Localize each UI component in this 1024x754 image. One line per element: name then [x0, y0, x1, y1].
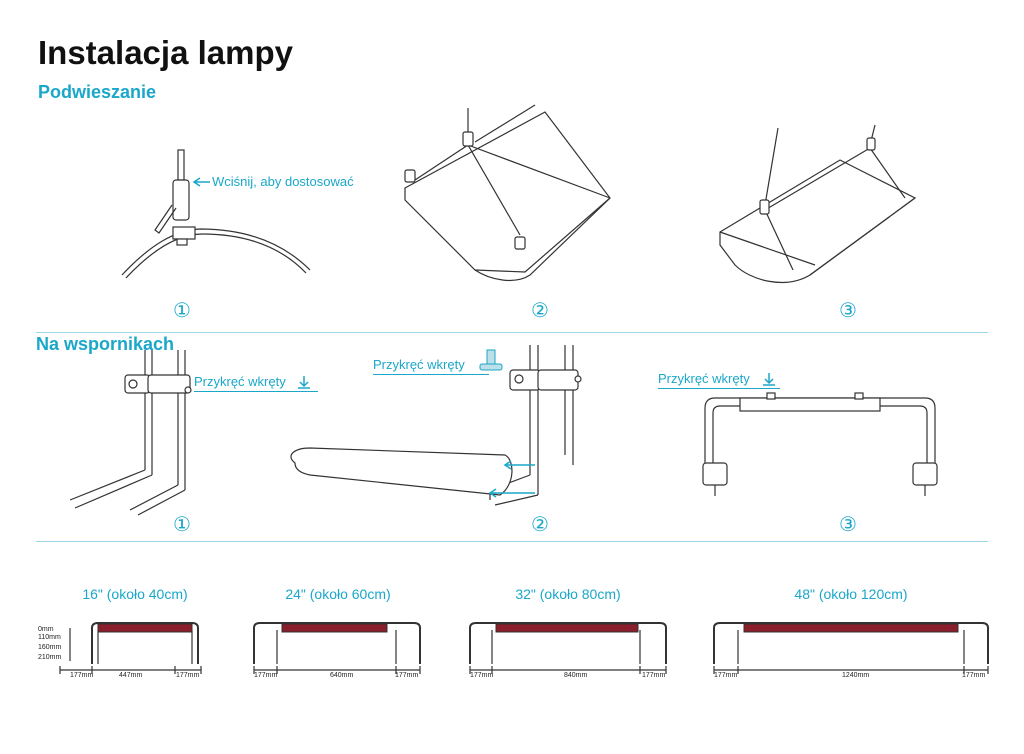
dim-24-left: 177mm: [254, 672, 278, 679]
bracket-step3-illustration: [702, 392, 938, 496]
dim-16-left: 177mm: [70, 672, 94, 679]
hanging-step-2: ②: [531, 300, 549, 322]
bracket-note-1: Przykręć wkręty: [194, 374, 318, 392]
bracket-step1-illustration: [69, 350, 192, 516]
hanging-step3-illustration: [719, 124, 917, 283]
hanging-note-arrow: [192, 177, 210, 187]
size-24-frame: [253, 622, 421, 664]
bracket-step-2: ②: [531, 514, 549, 536]
hanging-note: Wciśnij, aby dostosować: [212, 174, 354, 189]
bracket-note-3: Przykręć wkręty: [658, 371, 780, 389]
bracket-note-2: Przykręć wkręty: [373, 357, 489, 375]
hanging-step-3: ③: [839, 300, 857, 322]
dim-32-right: 177mm: [642, 672, 666, 679]
section-title-brackets: Na wspornikach: [36, 334, 175, 354]
divider: [36, 332, 988, 333]
section-title-hanging: Podwieszanie: [38, 82, 157, 102]
size-48-frame: [713, 622, 989, 664]
size-label-48: 48" (około 120cm): [794, 586, 908, 602]
dimension-line-16: [59, 666, 202, 674]
bracket-step-3: ③: [839, 514, 857, 536]
dim-16-right: 177mm: [176, 672, 200, 679]
size-16-frame: [69, 622, 199, 664]
dim-48-right: 177mm: [962, 672, 986, 679]
dim-32-left: 177mm: [470, 672, 494, 679]
screw-icon: [763, 373, 775, 386]
dim-24-right: 177mm: [395, 672, 419, 679]
hanging-step-1: ①: [173, 300, 191, 322]
size-label-32: 32" (około 80cm): [515, 586, 621, 602]
dim-32-center: 840mm: [564, 672, 588, 679]
height-mark-110: 110mm: [38, 634, 61, 641]
dim-16-center: 447mm: [119, 672, 143, 679]
dimension-line-48: [713, 666, 989, 674]
hanging-step2-illustration: [404, 104, 611, 282]
height-mark-0: 0mm: [38, 626, 54, 633]
dimension-line-24: [253, 666, 421, 674]
page-title: Instalacja lampy: [38, 34, 293, 71]
screw-icon: [298, 376, 310, 389]
size-label-24: 24" (około 60cm): [285, 586, 391, 602]
size-label-16: 16" (około 40cm): [82, 586, 188, 602]
height-mark-160: 160mm: [38, 644, 62, 651]
bracket-step2-illustration: [290, 345, 582, 506]
hanging-step1-illustration: [121, 149, 311, 279]
divider: [36, 541, 988, 542]
size-32-frame: [469, 622, 667, 664]
screw-icon: [479, 349, 503, 371]
dim-24-center: 640mm: [330, 672, 354, 679]
dimension-line-32: [469, 666, 667, 674]
height-mark-210: 210mm: [38, 654, 62, 661]
bracket-step-1: ①: [173, 514, 191, 536]
dim-48-center: 1240mm: [842, 672, 870, 679]
dim-48-left: 177mm: [714, 672, 738, 679]
